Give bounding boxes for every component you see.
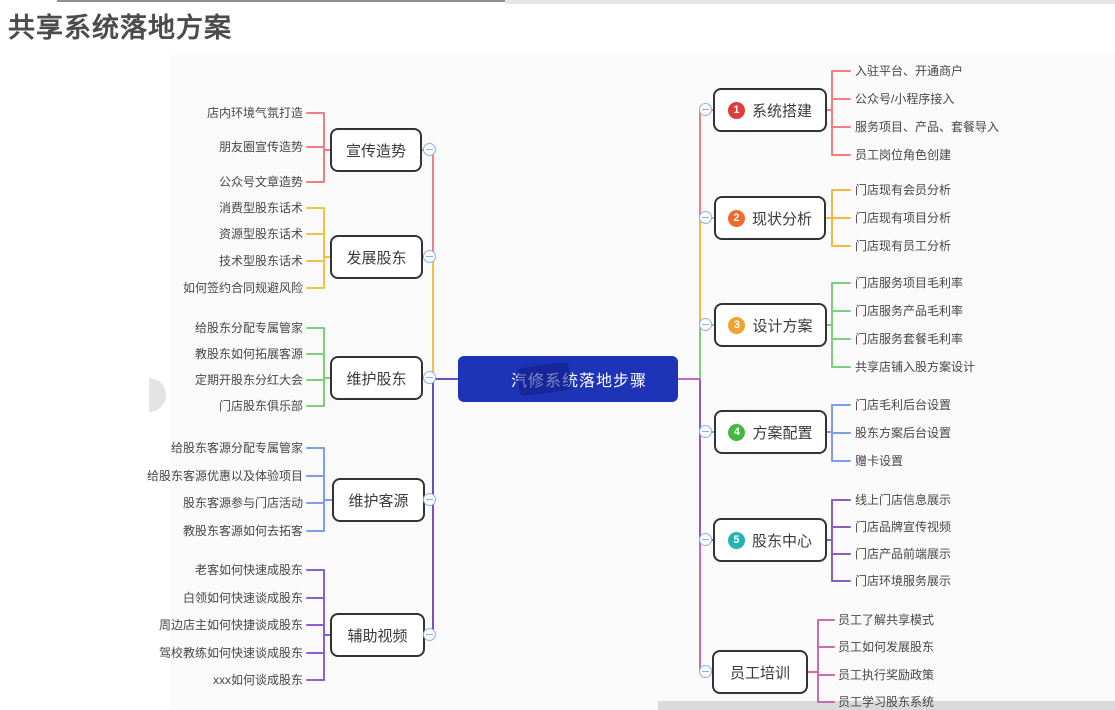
child-label[interactable]: 店内环境气氛打造	[206, 106, 303, 120]
child-label[interactable]: 教股东如何拓展客源	[194, 347, 303, 361]
branch-node-shareholder-center[interactable]: 5 股东中心	[713, 518, 827, 562]
badge-2-icon: 2	[727, 209, 745, 227]
branch-label: 现状分析	[751, 210, 812, 228]
branch-label: 系统搭建	[751, 102, 812, 120]
child-label[interactable]: 员工了解共享模式	[838, 613, 935, 627]
child-label[interactable]: 门店毛利后台设置	[855, 398, 952, 412]
collapse-icon[interactable]	[423, 143, 436, 156]
child-label[interactable]: 资源型股东话术	[218, 227, 303, 241]
branch-node-system-setup[interactable]: 1 系统搭建	[713, 88, 827, 132]
branch-label: 宣传造势	[345, 142, 406, 160]
collapse-icon[interactable]	[699, 665, 712, 678]
collapse-icon[interactable]	[423, 250, 436, 263]
branch-node-plan-config[interactable]: 4 方案配置	[714, 410, 827, 454]
collapse-icon[interactable]	[423, 371, 436, 384]
branch-label: 股东中心	[751, 532, 812, 550]
child-label[interactable]: 门店现有会员分析	[855, 183, 952, 197]
child-label[interactable]: 入驻平台、开通商户	[855, 64, 964, 78]
child-label[interactable]: 员工如何发展股东	[838, 640, 935, 654]
child-label[interactable]: 门店现有项目分析	[855, 211, 952, 225]
child-label[interactable]: 线上门店信息展示	[855, 493, 952, 507]
branch-node-staff-training[interactable]: 员工培训	[712, 650, 808, 694]
collapse-icon[interactable]	[699, 318, 712, 331]
collapse-icon[interactable]	[423, 628, 436, 641]
child-label[interactable]: 服务项目、产品、套餐导入	[855, 120, 1000, 134]
child-label[interactable]: xxx如何谈成股东	[212, 673, 303, 687]
child-label[interactable]: 员工执行奖励政策	[838, 668, 935, 682]
collapse-icon[interactable]	[699, 533, 712, 546]
branch-node-develop-shareholders[interactable]: 发展股东	[330, 235, 423, 279]
watermark	[516, 361, 572, 397]
central-topic-node[interactable]: 汽修系统落地步骤	[458, 356, 678, 402]
horizontal-scrollbar[interactable]	[658, 701, 1115, 710]
child-label[interactable]: 门店服务项目毛利率	[855, 276, 964, 290]
branch-label: 发展股东	[346, 249, 407, 267]
child-label[interactable]: 门店股东俱乐部	[218, 399, 303, 413]
top-edge-artifact-dark	[57, 0, 505, 2]
child-label[interactable]: 技术型股东话术	[218, 254, 303, 268]
child-label[interactable]: 门店服务产品毛利率	[855, 304, 964, 318]
child-label[interactable]: 公众号/小程序接入	[855, 92, 955, 106]
child-label[interactable]: 朋友圈宣传造势	[218, 140, 303, 154]
branch-connectors	[306, 207, 434, 289]
branch-connectors	[306, 447, 434, 532]
child-label[interactable]: 员工学习股东系统	[838, 695, 935, 709]
branch-node-maintain-customers[interactable]: 维护客源	[332, 478, 425, 522]
collapse-icon[interactable]	[699, 425, 712, 438]
badge-5-icon: 5	[727, 531, 745, 549]
child-label[interactable]: 股东客源参与门店活动	[182, 496, 303, 510]
child-label[interactable]: 如何签约合同规避风险	[182, 281, 303, 295]
collapse-icon[interactable]	[699, 211, 712, 224]
branch-label: 方案配置	[752, 424, 813, 442]
child-label[interactable]: 给股东分配专属管家	[194, 321, 303, 335]
child-label[interactable]: 给股东客源分配专属管家	[170, 441, 303, 455]
collapse-icon[interactable]	[423, 493, 436, 506]
child-label[interactable]: 赠卡设置	[855, 454, 904, 468]
child-label[interactable]: 周边店主如何快捷谈成股东	[158, 618, 303, 632]
child-label[interactable]: 股东方案后台设置	[855, 426, 952, 440]
child-label[interactable]: 门店产品前端展示	[855, 547, 952, 561]
branch-node-design-plan[interactable]: 3 设计方案	[714, 303, 827, 347]
child-label[interactable]: 消费型股东话术	[218, 201, 303, 215]
top-edge-artifact-light	[505, 0, 1115, 4]
child-label[interactable]: 教股东客源如何去拓客	[182, 524, 303, 538]
child-label[interactable]: 共享店铺入股方案设计	[855, 360, 976, 374]
child-label[interactable]: 给股东客源优惠以及体验项目	[146, 469, 303, 483]
branch-node-publicity[interactable]: 宣传造势	[330, 128, 422, 172]
child-label[interactable]: 门店品牌宣传视频	[855, 520, 952, 534]
branch-connectors	[306, 327, 434, 407]
child-label[interactable]: 门店环境服务展示	[855, 574, 952, 588]
branch-label: 维护客源	[348, 492, 409, 510]
child-label[interactable]: 公众号文章造势	[218, 175, 303, 189]
child-label[interactable]: 门店现有员工分析	[855, 239, 952, 253]
child-label[interactable]: 驾校教练如何快速谈成股东	[158, 646, 303, 660]
page-title: 共享系统落地方案	[8, 13, 232, 43]
badge-3-icon: 3	[728, 316, 746, 334]
child-label[interactable]: 门店服务套餐毛利率	[855, 332, 964, 346]
branch-label: 设计方案	[752, 317, 813, 335]
floating-button-partial[interactable]	[149, 378, 166, 412]
child-label[interactable]: 定期开股东分红大会	[194, 373, 303, 387]
branch-label: 维护股东	[346, 370, 407, 388]
branch-node-status-analysis[interactable]: 2 现状分析	[714, 196, 826, 240]
child-label[interactable]: 老客如何快速成股东	[194, 563, 303, 577]
badge-1-icon: 1	[727, 101, 745, 119]
collapse-icon[interactable]	[699, 103, 712, 116]
branch-label: 员工培训	[729, 664, 790, 682]
branch-node-support-videos[interactable]: 辅助视频	[330, 613, 425, 657]
branch-node-maintain-shareholders[interactable]: 维护股东	[330, 356, 423, 400]
child-label[interactable]: 白领如何快速谈成股东	[182, 591, 303, 605]
badge-4-icon: 4	[728, 423, 746, 441]
branch-label: 辅助视频	[347, 627, 408, 645]
child-label[interactable]: 员工岗位角色创建	[855, 148, 952, 162]
